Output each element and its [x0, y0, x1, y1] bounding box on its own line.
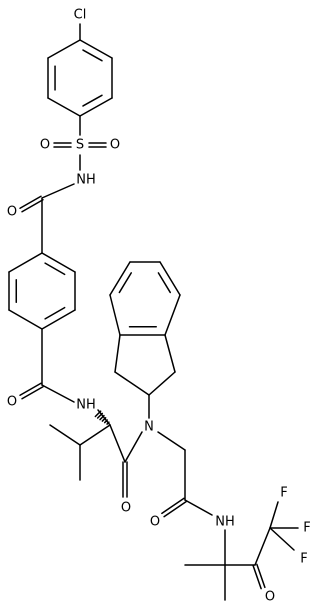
sulfonyl-oxygen-right: O — [110, 138, 120, 153]
stereo-hash-bond — [101, 417, 107, 422]
indane-ring-bond — [114, 334, 121, 373]
indane-benzo-ring-bond-inner — [157, 272, 171, 294]
stereo-hash-bond — [99, 414, 105, 421]
c-o-double-bond — [252, 564, 262, 590]
c-f-bond — [269, 501, 279, 529]
indane-benzo-ring-bond — [164, 294, 181, 336]
amide-nh-valine: NH — [76, 398, 96, 413]
ketone-cf3-bond — [254, 527, 271, 566]
indane-benzo-ring-bond — [109, 261, 131, 296]
terephthaloyl-ring-bond — [8, 252, 43, 273]
chlorophenyl-ring-bond-inner — [82, 49, 103, 62]
amide-nh-glycine: NH — [215, 515, 235, 530]
c-o-double-bond — [21, 385, 44, 400]
atom-labels: Cl S O O NH O O NH O N O NH F F F O — [7, 8, 311, 605]
sulfonamide-nh: NH — [76, 173, 96, 188]
stereo-hash-bond — [103, 419, 109, 424]
acyl-oxygen-upper: O — [7, 205, 17, 220]
c-o-double-bond — [163, 500, 187, 518]
chlorine-atom: Cl — [74, 8, 87, 23]
bonds — [8, 23, 299, 601]
indane-benzo-ring-bond — [109, 294, 121, 336]
indane-ring-bond — [148, 371, 176, 396]
c-o-double-bond — [256, 563, 266, 589]
indane-ring-bond — [114, 371, 150, 396]
fluorine-atom-right: F — [303, 521, 310, 536]
indane-ring-bond — [164, 334, 176, 373]
terephthaloyl-ring-bond-inner — [44, 306, 66, 320]
chlorophenyl-ring-bond — [47, 97, 81, 117]
n-carbonyl-bond — [41, 183, 75, 199]
chlorophenyl-ring-bond — [47, 39, 81, 59]
carbonyl-nh-bond — [184, 499, 213, 516]
carbonyl-n-bond — [124, 431, 143, 463]
terephthaloyl-ring-bond — [41, 252, 76, 273]
c-o-double-bond — [19, 382, 42, 397]
carbonyl-n-bond — [41, 384, 75, 403]
sulfonyl-oxygen-left: O — [40, 138, 50, 153]
c-f-bond — [269, 527, 295, 551]
c-o-double-bond — [19, 195, 42, 210]
fluorine-atom-top: F — [280, 486, 287, 501]
ketone-oxygen: O — [265, 590, 275, 605]
chlorophenyl-ring-bond-inner — [82, 94, 103, 107]
tertiary-nitrogen: N — [144, 420, 154, 435]
stereo-hash-bond — [96, 412, 104, 419]
amide-oxygen-glycine: O — [150, 515, 160, 530]
indane-benzo-ring-bond — [159, 261, 181, 296]
acyl-oxygen-lower: O — [7, 395, 17, 410]
terephthaloyl-ring-bond — [8, 309, 43, 330]
fluorine-atom-bottom: F — [300, 552, 307, 567]
c-o-double-bond — [161, 497, 185, 515]
stereo-hash-bond — [106, 421, 110, 425]
n-ch2-bond — [157, 431, 186, 451]
terephthaloyl-ring-bond — [41, 309, 76, 330]
sulfur-atom: S — [76, 138, 84, 153]
terephthaloyl-ring-bond-inner — [44, 262, 66, 276]
isopropyl-bond — [49, 424, 81, 446]
stereo-hash-bond — [94, 410, 102, 418]
chlorophenyl-ring-bond — [79, 39, 113, 59]
indane-benzo-ring-bond-inner — [118, 272, 132, 294]
chlorophenyl-ring-bond — [79, 97, 113, 117]
calpha-carbonyl-bond — [109, 424, 126, 463]
calpha-cbeta-bond — [79, 424, 111, 446]
c-o-double-bond — [21, 198, 44, 213]
amide-oxygen-valine: O — [121, 501, 131, 516]
